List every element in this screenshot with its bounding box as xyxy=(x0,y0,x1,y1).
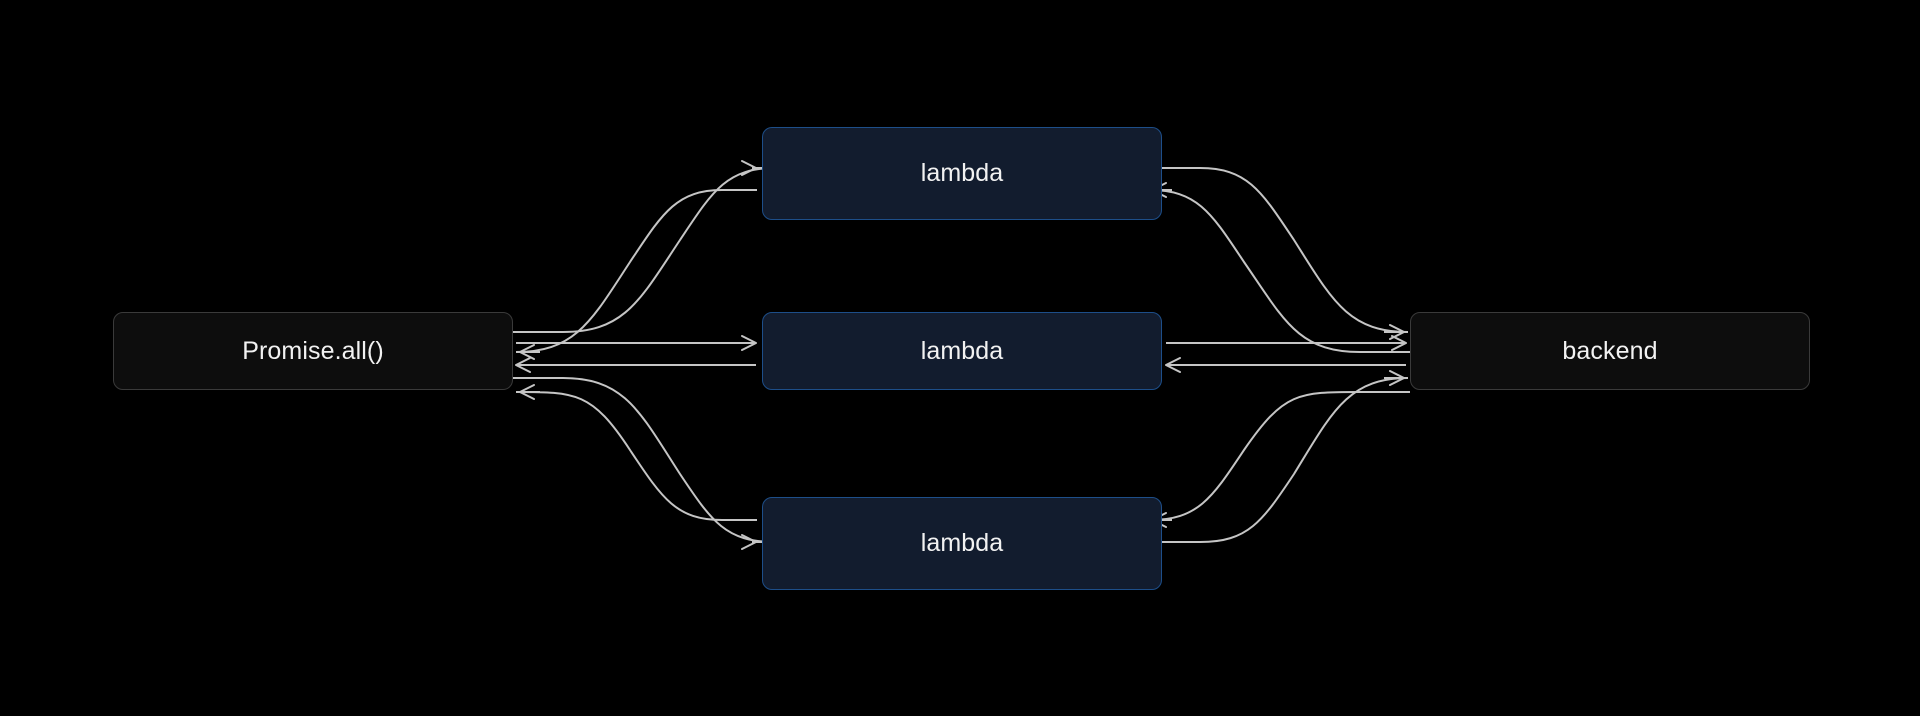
edge-lambda-bottom-to-promise-response xyxy=(515,384,757,521)
node-lambda-bottom-label: lambda xyxy=(920,529,1004,557)
edge-lambda-middle-to-promise-response xyxy=(515,357,756,373)
node-backend[interactable]: backend xyxy=(1410,312,1810,390)
edge-lambda-middle-to-backend-request xyxy=(1166,335,1407,351)
node-promise-all-label: Promise.all() xyxy=(242,336,384,365)
edge-lambda-top-to-promise-response xyxy=(515,189,757,360)
edge-backend-to-lambda-middle-response xyxy=(1165,357,1406,373)
node-lambda-top-label: lambda xyxy=(920,159,1004,187)
edge-lambda-top-to-backend-request xyxy=(1162,167,1409,340)
edge-promise-to-lambda-top-request xyxy=(513,160,776,333)
node-lambda-top[interactable]: lambda xyxy=(762,127,1162,220)
node-backend-label: backend xyxy=(1562,336,1658,365)
edge-backend-to-lambda-top-response xyxy=(1149,182,1410,353)
node-promise-all[interactable]: Promise.all() xyxy=(113,312,513,390)
edge-lambda-bottom-to-backend-request xyxy=(1162,370,1409,543)
edge-promise-to-lambda-bottom-request xyxy=(513,377,776,550)
edge-backend-to-lambda-bottom-response xyxy=(1149,391,1410,528)
node-lambda-middle-label: lambda xyxy=(920,336,1004,365)
node-lambda-middle[interactable]: lambda xyxy=(762,312,1162,390)
node-lambda-bottom[interactable]: lambda xyxy=(762,497,1162,590)
edge-promise-to-lambda-middle-request xyxy=(516,335,757,351)
